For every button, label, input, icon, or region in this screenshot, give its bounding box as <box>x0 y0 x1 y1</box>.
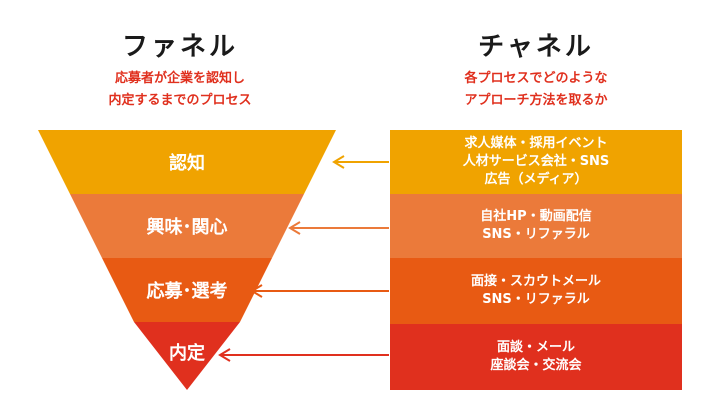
funnel-stage-4-label: 内定 <box>169 343 205 364</box>
channel-subtitle-line-1: 各プロセスでどのような <box>464 71 608 86</box>
channel-1-line-3: 広告（メディア） <box>484 172 588 187</box>
funnel-subtitle-line-1: 応募者が企業を認知し <box>114 71 245 86</box>
funnel-stage-2-shape <box>70 194 304 258</box>
funnel-stage-4-shape <box>134 322 240 390</box>
arrow-2 <box>288 221 389 235</box>
arrow-3 <box>250 284 389 298</box>
funnel-stage-3-shape <box>102 258 272 322</box>
arrow-4 <box>218 348 389 362</box>
funnel-stage-1-label: 認知 <box>169 153 205 174</box>
funnel-subtitle-line-2: 内定するまでのプロセス <box>108 93 252 108</box>
channel-box-2: 自社HP・動画配信 SNS・リファラル <box>390 194 682 258</box>
funnel-subtitle: 応募者が企業を認知し 内定するまでのプロセス <box>60 68 300 112</box>
funnel-stage-2-label: 興味･関心 <box>146 217 228 238</box>
channel-subtitle: 各プロセスでどのような アプローチ方法を取るか <box>416 68 656 112</box>
funnel-stage-1-shape <box>38 130 336 194</box>
channel-3-line-1: 面接・スカウトメール <box>470 274 601 289</box>
channel-4-line-2: 座談会・交流会 <box>490 358 582 373</box>
channel-1-line-1: 求人媒体・採用イベント <box>464 136 608 151</box>
channel-2-line-1: 自社HP・動画配信 <box>480 209 592 224</box>
channel-box-4: 面談・メール 座談会・交流会 <box>390 324 682 390</box>
funnel-heading: ファネル <box>121 32 238 62</box>
channel-3-line-2: SNS・リファラル <box>482 292 590 307</box>
funnel-stage-3-label: 応募･選考 <box>146 281 228 302</box>
channel-heading: チャネル <box>478 32 594 62</box>
channel-1-line-2: 人材サービス会社・SNS <box>462 154 610 169</box>
channel-box-1: 求人媒体・採用イベント 人材サービス会社・SNS 広告（メディア） <box>390 130 682 194</box>
arrow-1 <box>332 155 389 169</box>
channel-2-line-2: SNS・リファラル <box>482 227 590 242</box>
channel-subtitle-line-2: アプローチ方法を取るか <box>464 93 608 108</box>
channel-4-line-1: 面談・メール <box>496 340 575 355</box>
channel-box-3: 面接・スカウトメール SNS・リファラル <box>390 258 682 324</box>
